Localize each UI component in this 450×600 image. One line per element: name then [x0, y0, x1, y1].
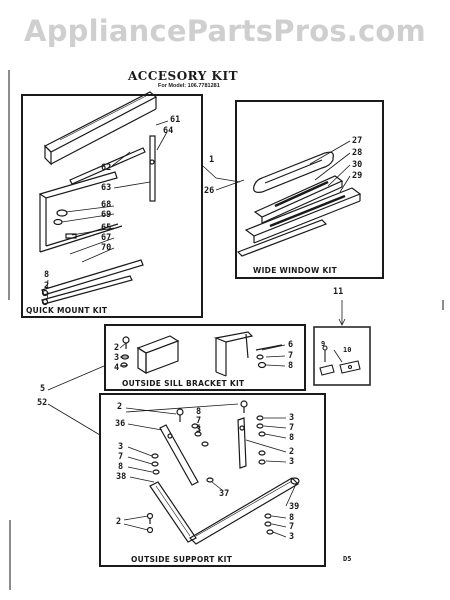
- wide-window-kit-box: [235, 100, 384, 279]
- sill-bracket-kit-label: OUTSIDE SILL BRACKET KIT: [122, 379, 245, 388]
- watermark: AppliancePartsPros.com: [24, 14, 426, 48]
- callout: 2: [289, 447, 295, 457]
- callout: 8: [288, 361, 294, 371]
- callout: 3: [196, 425, 202, 435]
- quick-mount-kit-label: QUICK MOUNT KIT: [26, 306, 108, 315]
- wide-window-parts: [236, 151, 362, 257]
- callout: 7: [288, 351, 294, 361]
- callout: 63: [101, 183, 112, 193]
- support-kit-parts: [146, 400, 300, 545]
- callout: 39: [289, 502, 300, 512]
- callout: 8: [118, 462, 124, 472]
- callout: 11: [333, 287, 344, 297]
- sill-bracket-kit-box: [104, 324, 306, 391]
- callout: 7: [118, 452, 124, 462]
- callout: 28: [352, 148, 363, 158]
- callout: 29: [352, 171, 363, 181]
- callout: 36: [115, 419, 126, 429]
- leader-lines: [46, 120, 351, 538]
- callout: 7: [289, 522, 295, 532]
- small-parts: [319, 345, 361, 376]
- callout: 8: [289, 433, 295, 443]
- small-parts-box: [313, 326, 371, 386]
- callout: 8: [196, 407, 202, 417]
- callout: 37: [219, 489, 230, 499]
- callout: 52: [37, 398, 48, 408]
- callout: 61: [170, 115, 181, 125]
- callout: 2: [117, 402, 123, 412]
- quick-mount-kit-box: [21, 94, 203, 318]
- callout: 69: [101, 210, 112, 220]
- callout: 65: [101, 223, 112, 233]
- callout: 27: [352, 136, 363, 146]
- callout: 3: [289, 457, 295, 467]
- support-kit-box: [99, 393, 326, 567]
- callout: 8: [44, 270, 50, 280]
- model-number: For Model: 106.7781281: [158, 83, 220, 89]
- wide-window-kit-label: WIDE WINDOW KIT: [253, 266, 338, 275]
- callout: 6: [288, 340, 294, 350]
- callout: 2: [44, 281, 50, 291]
- callout: 38: [116, 472, 127, 482]
- callout: 1: [209, 155, 215, 165]
- callout: 7: [289, 423, 295, 433]
- callout: 70: [101, 243, 112, 253]
- sill-bracket-parts: [120, 331, 283, 377]
- callout: 4: [114, 363, 120, 373]
- callout: 2: [114, 343, 120, 353]
- callout: 10: [343, 346, 352, 354]
- callout: 68: [101, 200, 112, 210]
- callout: 9: [321, 340, 326, 348]
- callout: 7: [196, 416, 202, 426]
- callout: 3: [289, 413, 295, 423]
- callout: 2: [116, 517, 122, 527]
- support-kit-label: OUTSIDE SUPPORT KIT: [131, 555, 233, 564]
- scan-marks: [8, 70, 444, 590]
- callout: 5: [40, 384, 46, 394]
- quick-mount-parts: [38, 91, 158, 306]
- callout: 26: [204, 186, 215, 196]
- footer-code: D5: [343, 555, 352, 563]
- callout: 3: [289, 532, 295, 542]
- callout: 64: [163, 126, 174, 136]
- callout: 62: [101, 163, 112, 173]
- callout: 8: [289, 513, 295, 523]
- callout: 67: [101, 233, 112, 243]
- diagram-title: ACCESORY KIT: [128, 69, 238, 83]
- callout: 3: [114, 353, 120, 363]
- callout: 30: [352, 160, 363, 170]
- callout: 3: [118, 442, 124, 452]
